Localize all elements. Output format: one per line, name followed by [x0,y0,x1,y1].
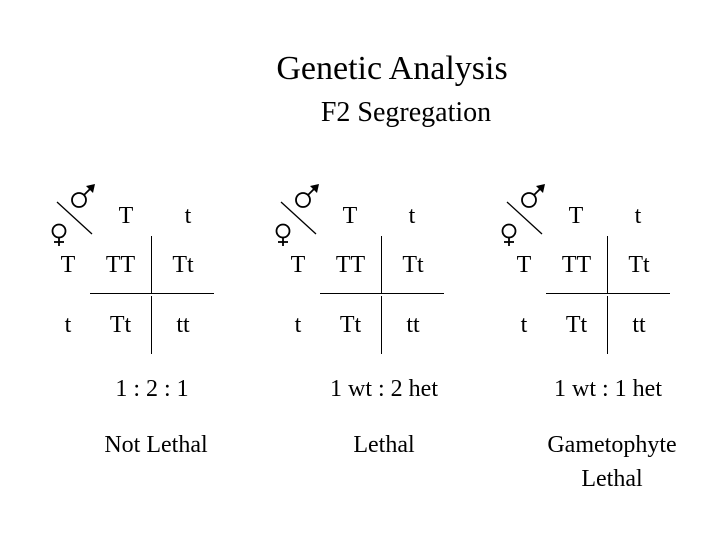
lethality-verdict: Lethal [353,432,415,458]
genotype-cell: tt [406,312,420,338]
punnett-panel-2: T t T t TT Tt Tt tt 1 wt : 2 het Lethal [272,180,482,510]
cross-symbols [275,184,319,246]
column-header-1: T [118,203,134,229]
genotype-cell: Tt [152,236,214,294]
column-header-2: t [634,203,642,229]
segregation-ratio: 1 wt : 1 het [554,376,662,402]
segregation-ratio: 1 wt : 2 het [330,376,438,402]
genotype-cell: tt [176,312,190,338]
row-header-1: T [290,252,306,278]
punnett-grid: TT Tt Tt tt [546,236,672,354]
female-symbol-icon [275,223,291,246]
cross-symbols [51,184,95,246]
row-header-1: T [516,252,532,278]
genotype-cell: TT [546,236,608,294]
genotype-cell: Tt [90,296,152,354]
punnett-panel-3: T t T t TT Tt Tt tt 1 wt : 1 het Gametop… [498,180,708,510]
genotype-cell: Tt [382,236,444,294]
column-header-1: T [568,203,584,229]
punnett-panel-1: T t T t TT Tt Tt tt 1 : 2 : 1 Not Lethal [48,180,258,510]
column-header-2: t [184,203,192,229]
cross-symbols [501,184,545,246]
genotype-cell: Tt [608,236,670,294]
female-symbol-icon [51,223,67,246]
row-header-2: t [64,312,72,338]
male-symbol-icon [295,184,319,208]
genotype-cell: Tt [320,296,382,354]
row-header-1: T [60,252,76,278]
lethality-verdict: Gametophyte Lethal [547,432,677,492]
column-header-2: t [408,203,416,229]
row-header-2: t [520,312,528,338]
row-header-2: t [294,312,302,338]
page-title: Genetic Analysis [276,50,508,87]
genotype-cell: TT [320,236,382,294]
male-symbol-icon [521,184,545,208]
page-subtitle: F2 Segregation [320,97,492,128]
lethality-verdict: Not Lethal [104,432,208,458]
genotype-cell: TT [90,236,152,294]
column-header-1: T [342,203,358,229]
punnett-grid: TT Tt Tt tt [90,236,216,354]
segregation-ratio: 1 : 2 : 1 [115,376,189,402]
genotype-cell: Tt [546,296,608,354]
genotype-cell: tt [632,312,646,338]
punnett-grid: TT Tt Tt tt [320,236,446,354]
male-symbol-icon [71,184,95,208]
female-symbol-icon [501,223,517,246]
